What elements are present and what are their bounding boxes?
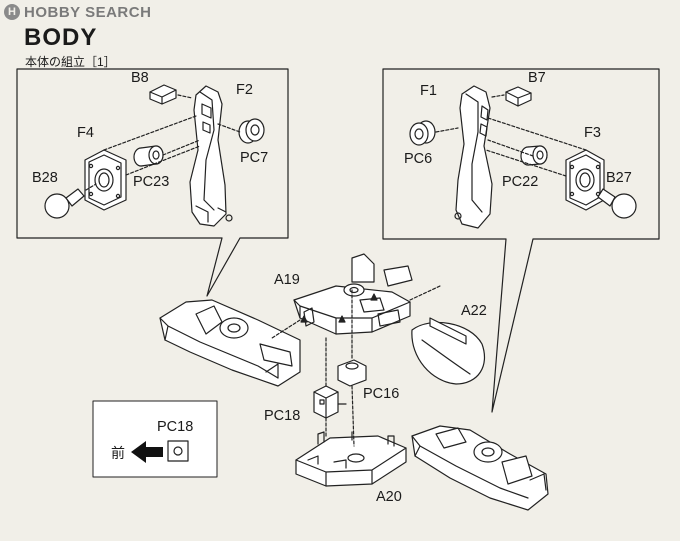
part-a19-frame — [293, 253, 413, 335]
legend-part-hole — [173, 446, 183, 456]
label-b8: B8 — [131, 70, 149, 86]
part-a20-base — [295, 431, 407, 487]
part-pc23-cap — [133, 145, 164, 167]
part-b8-clip — [149, 84, 193, 105]
part-left-side-frame — [189, 85, 233, 227]
label-f2: F2 — [236, 82, 253, 98]
label-b28: B28 — [32, 170, 58, 186]
legend-front-label: 前 — [111, 445, 125, 461]
section-subtitle: 本体の組立［1］ — [25, 55, 116, 69]
label-pc22: PC22 — [502, 174, 539, 190]
label-b7: B7 — [528, 70, 546, 86]
front-direction-arrow — [131, 441, 163, 463]
label-pc6: PC6 — [404, 151, 433, 167]
watermark-text: HOBBY SEARCH — [24, 3, 152, 21]
left-detail-panel — [16, 68, 289, 297]
label-pc23: PC23 — [133, 174, 170, 190]
legend-part-square — [167, 440, 189, 462]
part-pc22-cap — [520, 145, 548, 166]
part-b7-clip — [491, 86, 532, 107]
label-f1: F1 — [420, 83, 437, 99]
label-pc7: PC7 — [240, 150, 269, 166]
part-pc16-cap — [337, 359, 367, 387]
label-pc18: PC18 — [264, 408, 301, 424]
label-f3: F3 — [584, 125, 601, 141]
watermark: H HOBBY SEARCH — [4, 3, 151, 21]
part-left-motor-chassis — [159, 299, 301, 387]
label-f4: F4 — [77, 125, 94, 141]
part-b28-bulb — [44, 183, 97, 219]
right-detail-panel — [382, 68, 660, 413]
label-a19: A19 — [274, 272, 300, 288]
part-pc7-cap — [238, 118, 265, 144]
watermark-badge: H — [4, 4, 20, 20]
part-f3-plate — [565, 149, 605, 211]
label-a20: A20 — [376, 489, 402, 505]
assembly-arrows — [300, 293, 378, 323]
legend-box — [92, 400, 218, 478]
part-a22-shell — [411, 317, 486, 385]
part-f4-plate — [84, 149, 127, 211]
legend-part-label: PC18 — [157, 419, 194, 435]
label-pc16: PC16 — [363, 386, 400, 402]
center-assembly-lines — [271, 285, 441, 447]
part-pc18-cap — [313, 385, 347, 419]
part-pc6-cap — [409, 120, 436, 146]
part-right-motor-chassis — [411, 425, 549, 511]
part-right-side-frame — [454, 85, 493, 229]
left-assembly-lines — [103, 115, 241, 176]
label-b27: B27 — [606, 170, 632, 186]
right-assembly-lines — [435, 117, 587, 177]
part-b27-bulb — [597, 188, 637, 219]
label-a22: A22 — [461, 303, 487, 319]
section-title: BODY — [24, 24, 98, 51]
